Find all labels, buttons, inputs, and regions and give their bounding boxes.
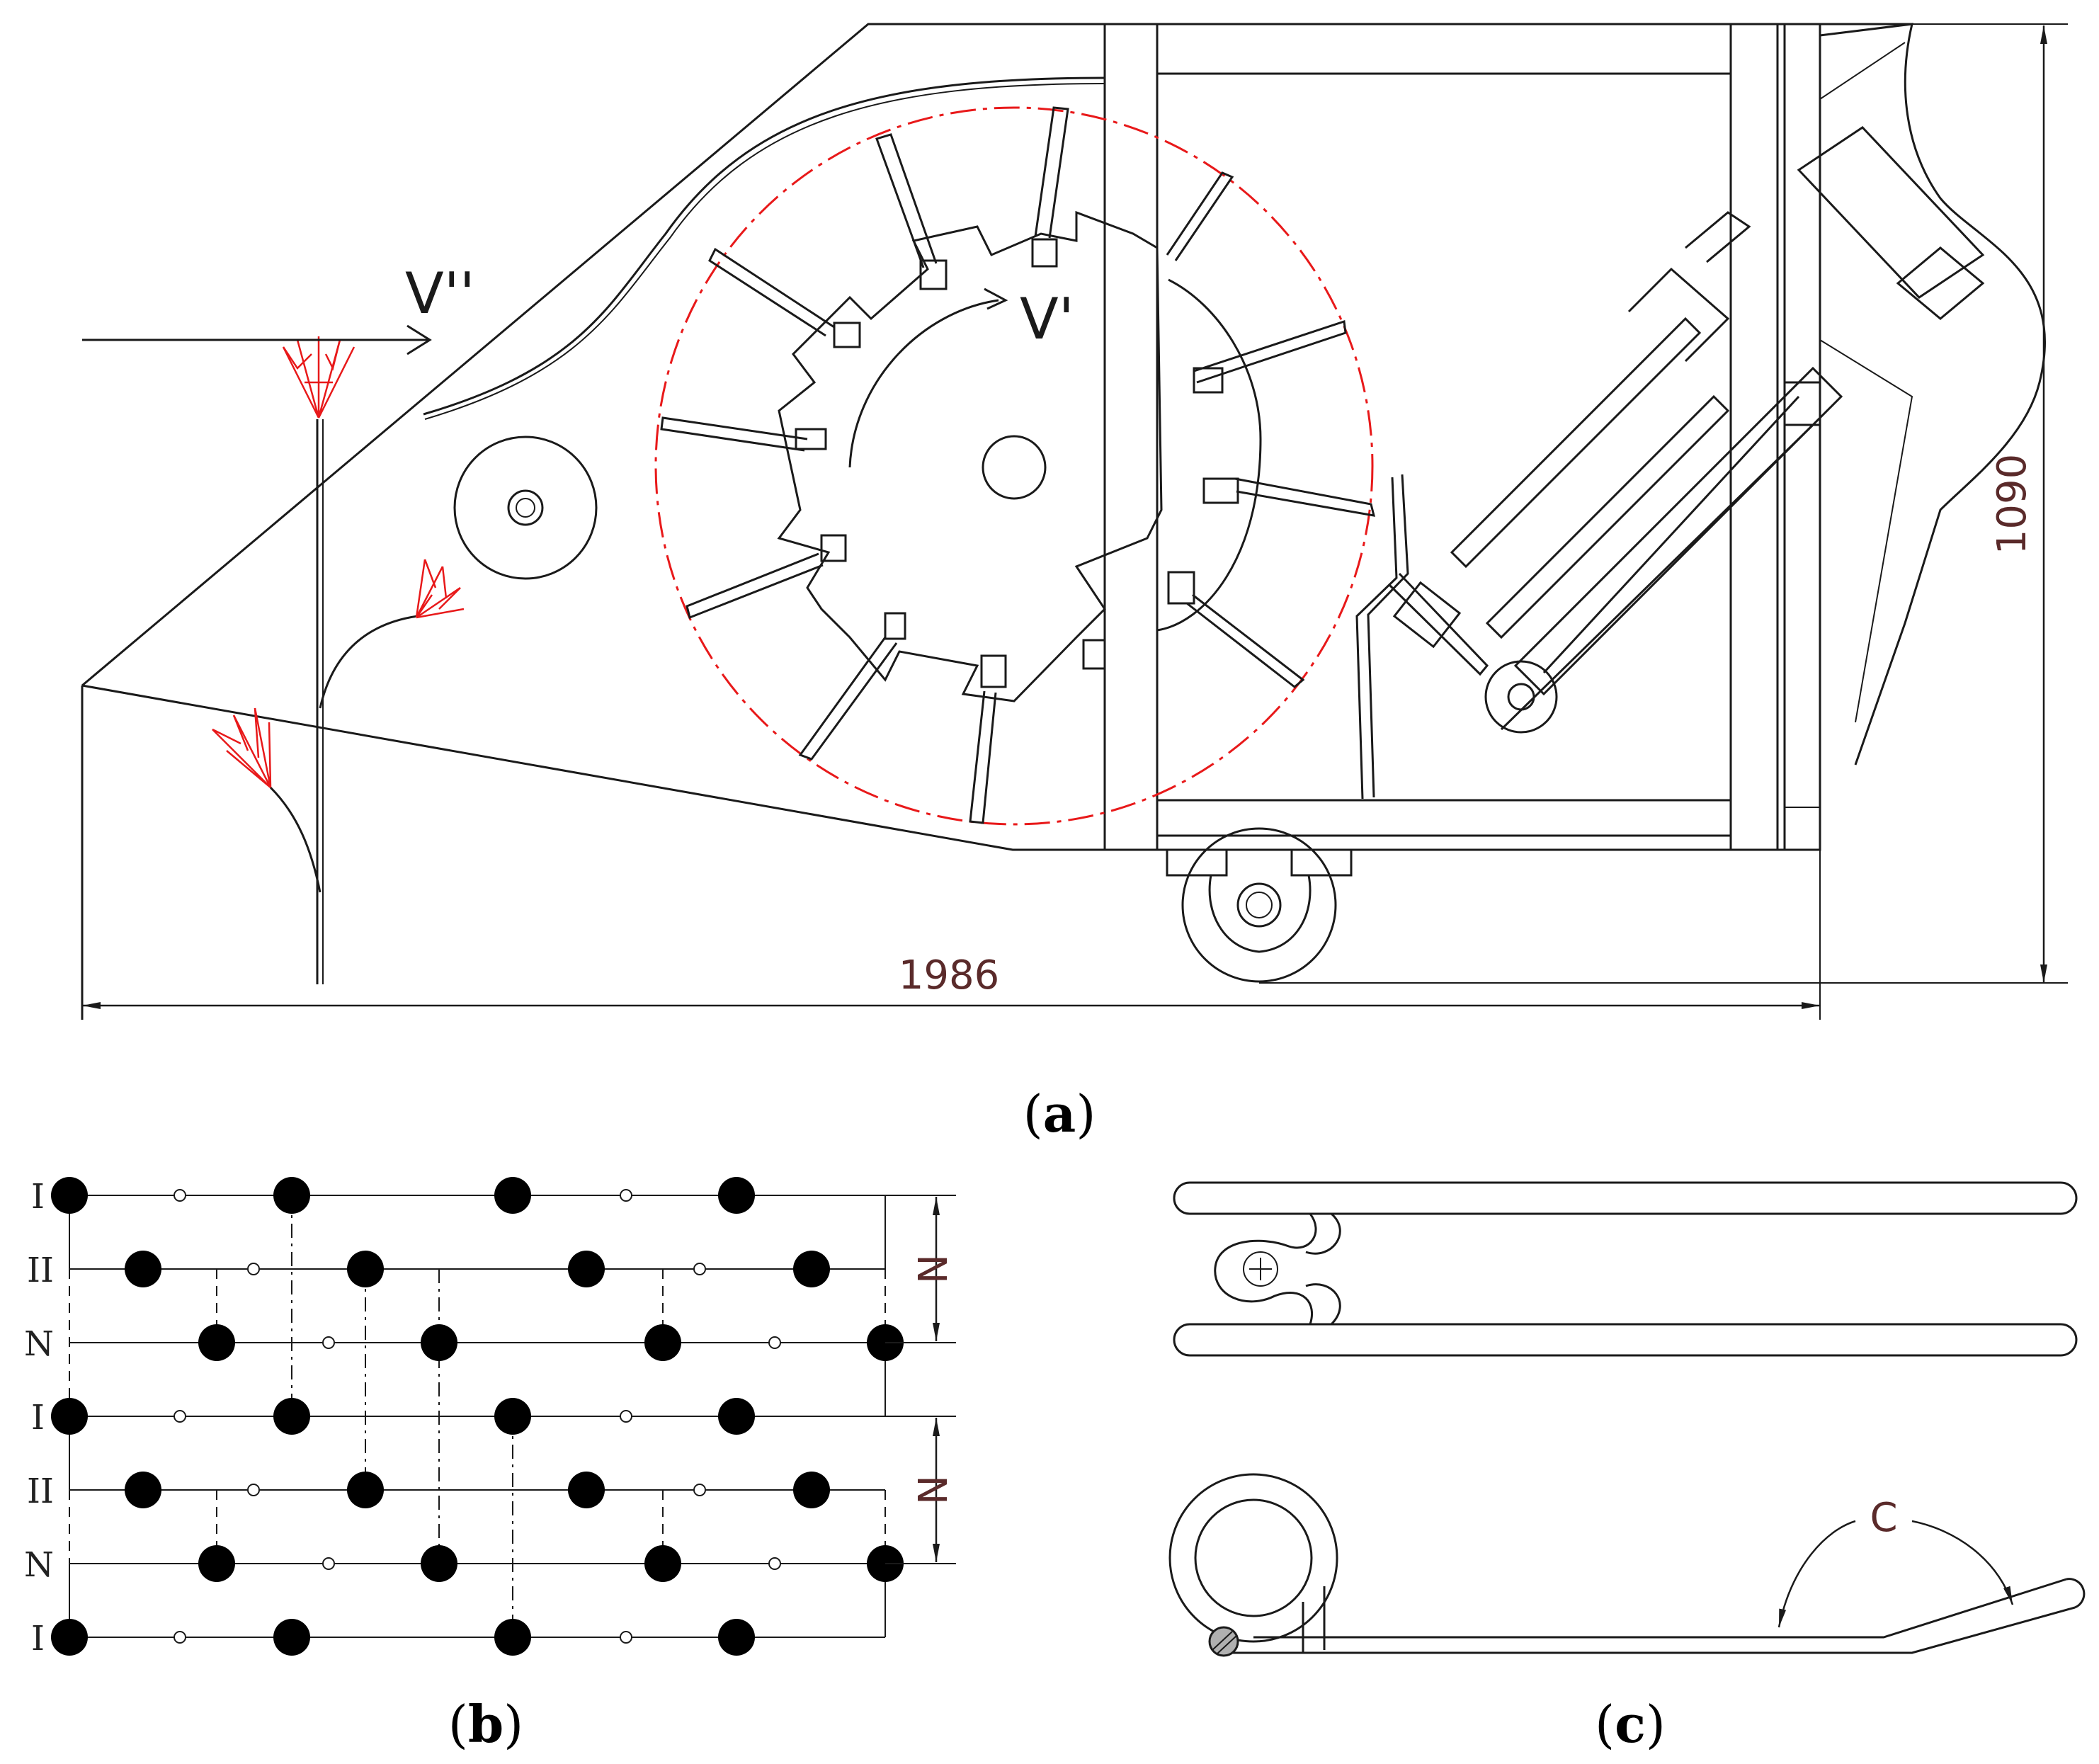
tooth-large-r1-1 (51, 1177, 88, 1214)
caption-c-letter: c (1615, 1694, 1646, 1754)
spring-tooth-side-view (1168, 1473, 2086, 1657)
conveyor-belt (1450, 126, 1985, 734)
tooth-small-r7-1 (174, 1631, 186, 1644)
tooth-large-r5-3 (568, 1472, 605, 1508)
tooth-small-r5-2 (693, 1484, 706, 1496)
tooth-large-r2-4 (793, 1251, 830, 1287)
flower-head-low (212, 707, 272, 788)
row-label-1: I (31, 1177, 45, 1217)
tooth-large-r7-3 (494, 1619, 531, 1656)
tooth-large-r4-2 (273, 1398, 310, 1435)
caption-b: (b) (448, 1694, 524, 1754)
tooth-large-r3-1 (198, 1324, 235, 1361)
tooth-large-r4-3 (494, 1398, 531, 1435)
velocity-label-incoming: V'' (405, 261, 475, 326)
tooth-large-r2-2 (347, 1251, 384, 1287)
dimension-height: 1090 (1259, 23, 2068, 984)
angle-label: C (1870, 1495, 1897, 1541)
tooth-large-r7-1 (51, 1619, 88, 1656)
tooth-small-r3-1 (322, 1336, 335, 1349)
pitch-label-2: N (908, 1475, 954, 1505)
tooth-large-r2-3 (568, 1251, 605, 1287)
tooth-small-r4-1 (174, 1410, 186, 1423)
tooth-large-r5-2 (347, 1472, 384, 1508)
dimension-width-label: 1986 (899, 952, 1000, 998)
flower-head-mid (415, 559, 465, 619)
caption-b-letter: b (468, 1694, 504, 1754)
pitch-label-1: N (908, 1254, 954, 1284)
tooth-small-r6-1 (322, 1557, 335, 1570)
tooth-large-r6-1 (198, 1545, 235, 1582)
tooth-small-r5-1 (247, 1484, 260, 1496)
dimension-height-label: 1090 (1989, 454, 2035, 555)
tooth-large-r1-4 (718, 1177, 755, 1214)
tooth-markers (51, 1177, 904, 1656)
flower-head-top (282, 336, 355, 419)
angle-annotation: C (1777, 1495, 2014, 1628)
tooth-large-r1-3 (494, 1177, 531, 1214)
row-label-4: I (31, 1398, 45, 1438)
row-label-2: II (27, 1251, 54, 1290)
row-label-5: II (27, 1472, 54, 1511)
panel-a: V'' V' (81, 23, 2068, 1144)
deflector-plate (1355, 474, 1489, 800)
threshing-drum: V' (654, 106, 1376, 826)
tooth-large-r1-2 (273, 1177, 310, 1214)
caption-a-letter: a (1043, 1083, 1076, 1144)
frame-structure (1103, 23, 2046, 851)
row-label-3: N (24, 1324, 54, 1364)
tooth-large-r7-2 (273, 1619, 310, 1656)
tooth-large-r4-1 (51, 1398, 88, 1435)
support-wheel (1166, 827, 1353, 983)
row-label-7: I (31, 1619, 45, 1658)
tooth-large-r5-4 (793, 1472, 830, 1508)
spring-teeth (660, 106, 1376, 824)
tooth-layout-grid (69, 1195, 886, 1638)
caption-a: (a) (1023, 1083, 1096, 1144)
tooth-small-r1-2 (620, 1189, 632, 1202)
tooth-large-r6-3 (644, 1545, 681, 1582)
tooth-small-r3-2 (768, 1336, 781, 1349)
tooth-small-r2-1 (247, 1263, 260, 1275)
tooth-small-r2-2 (693, 1263, 706, 1275)
tooth-large-r7-4 (718, 1619, 755, 1656)
tooth-large-r3-3 (644, 1324, 681, 1361)
feed-roller (453, 436, 598, 580)
tooth-large-r5-1 (125, 1472, 161, 1508)
tooth-large-r3-2 (421, 1324, 457, 1361)
row-label-6: N (24, 1545, 54, 1585)
plant-stalk (212, 336, 465, 984)
tooth-large-r2-1 (125, 1251, 161, 1287)
machine-housing (81, 23, 1912, 1020)
panel-b: I II N I II N I (24, 1177, 956, 1754)
velocity-label-drum: V' (1020, 286, 1074, 352)
tooth-small-r6-2 (768, 1557, 781, 1570)
velocity-arrow-incoming: V'' (82, 261, 475, 355)
caption-c: (c) (1595, 1694, 1666, 1754)
pitch-dimension: N N (885, 1195, 956, 1564)
tooth-large-r4-4 (718, 1398, 755, 1435)
spring-tooth-top-view (1173, 1181, 2078, 1357)
panel-c: C (c) (1168, 1181, 2086, 1754)
tooth-large-r6-2 (421, 1545, 457, 1582)
dimension-width: 1986 (82, 850, 1821, 1020)
tooth-small-r4-2 (620, 1410, 632, 1423)
tooth-small-r7-2 (620, 1631, 632, 1644)
tooth-small-r1-1 (174, 1189, 186, 1202)
